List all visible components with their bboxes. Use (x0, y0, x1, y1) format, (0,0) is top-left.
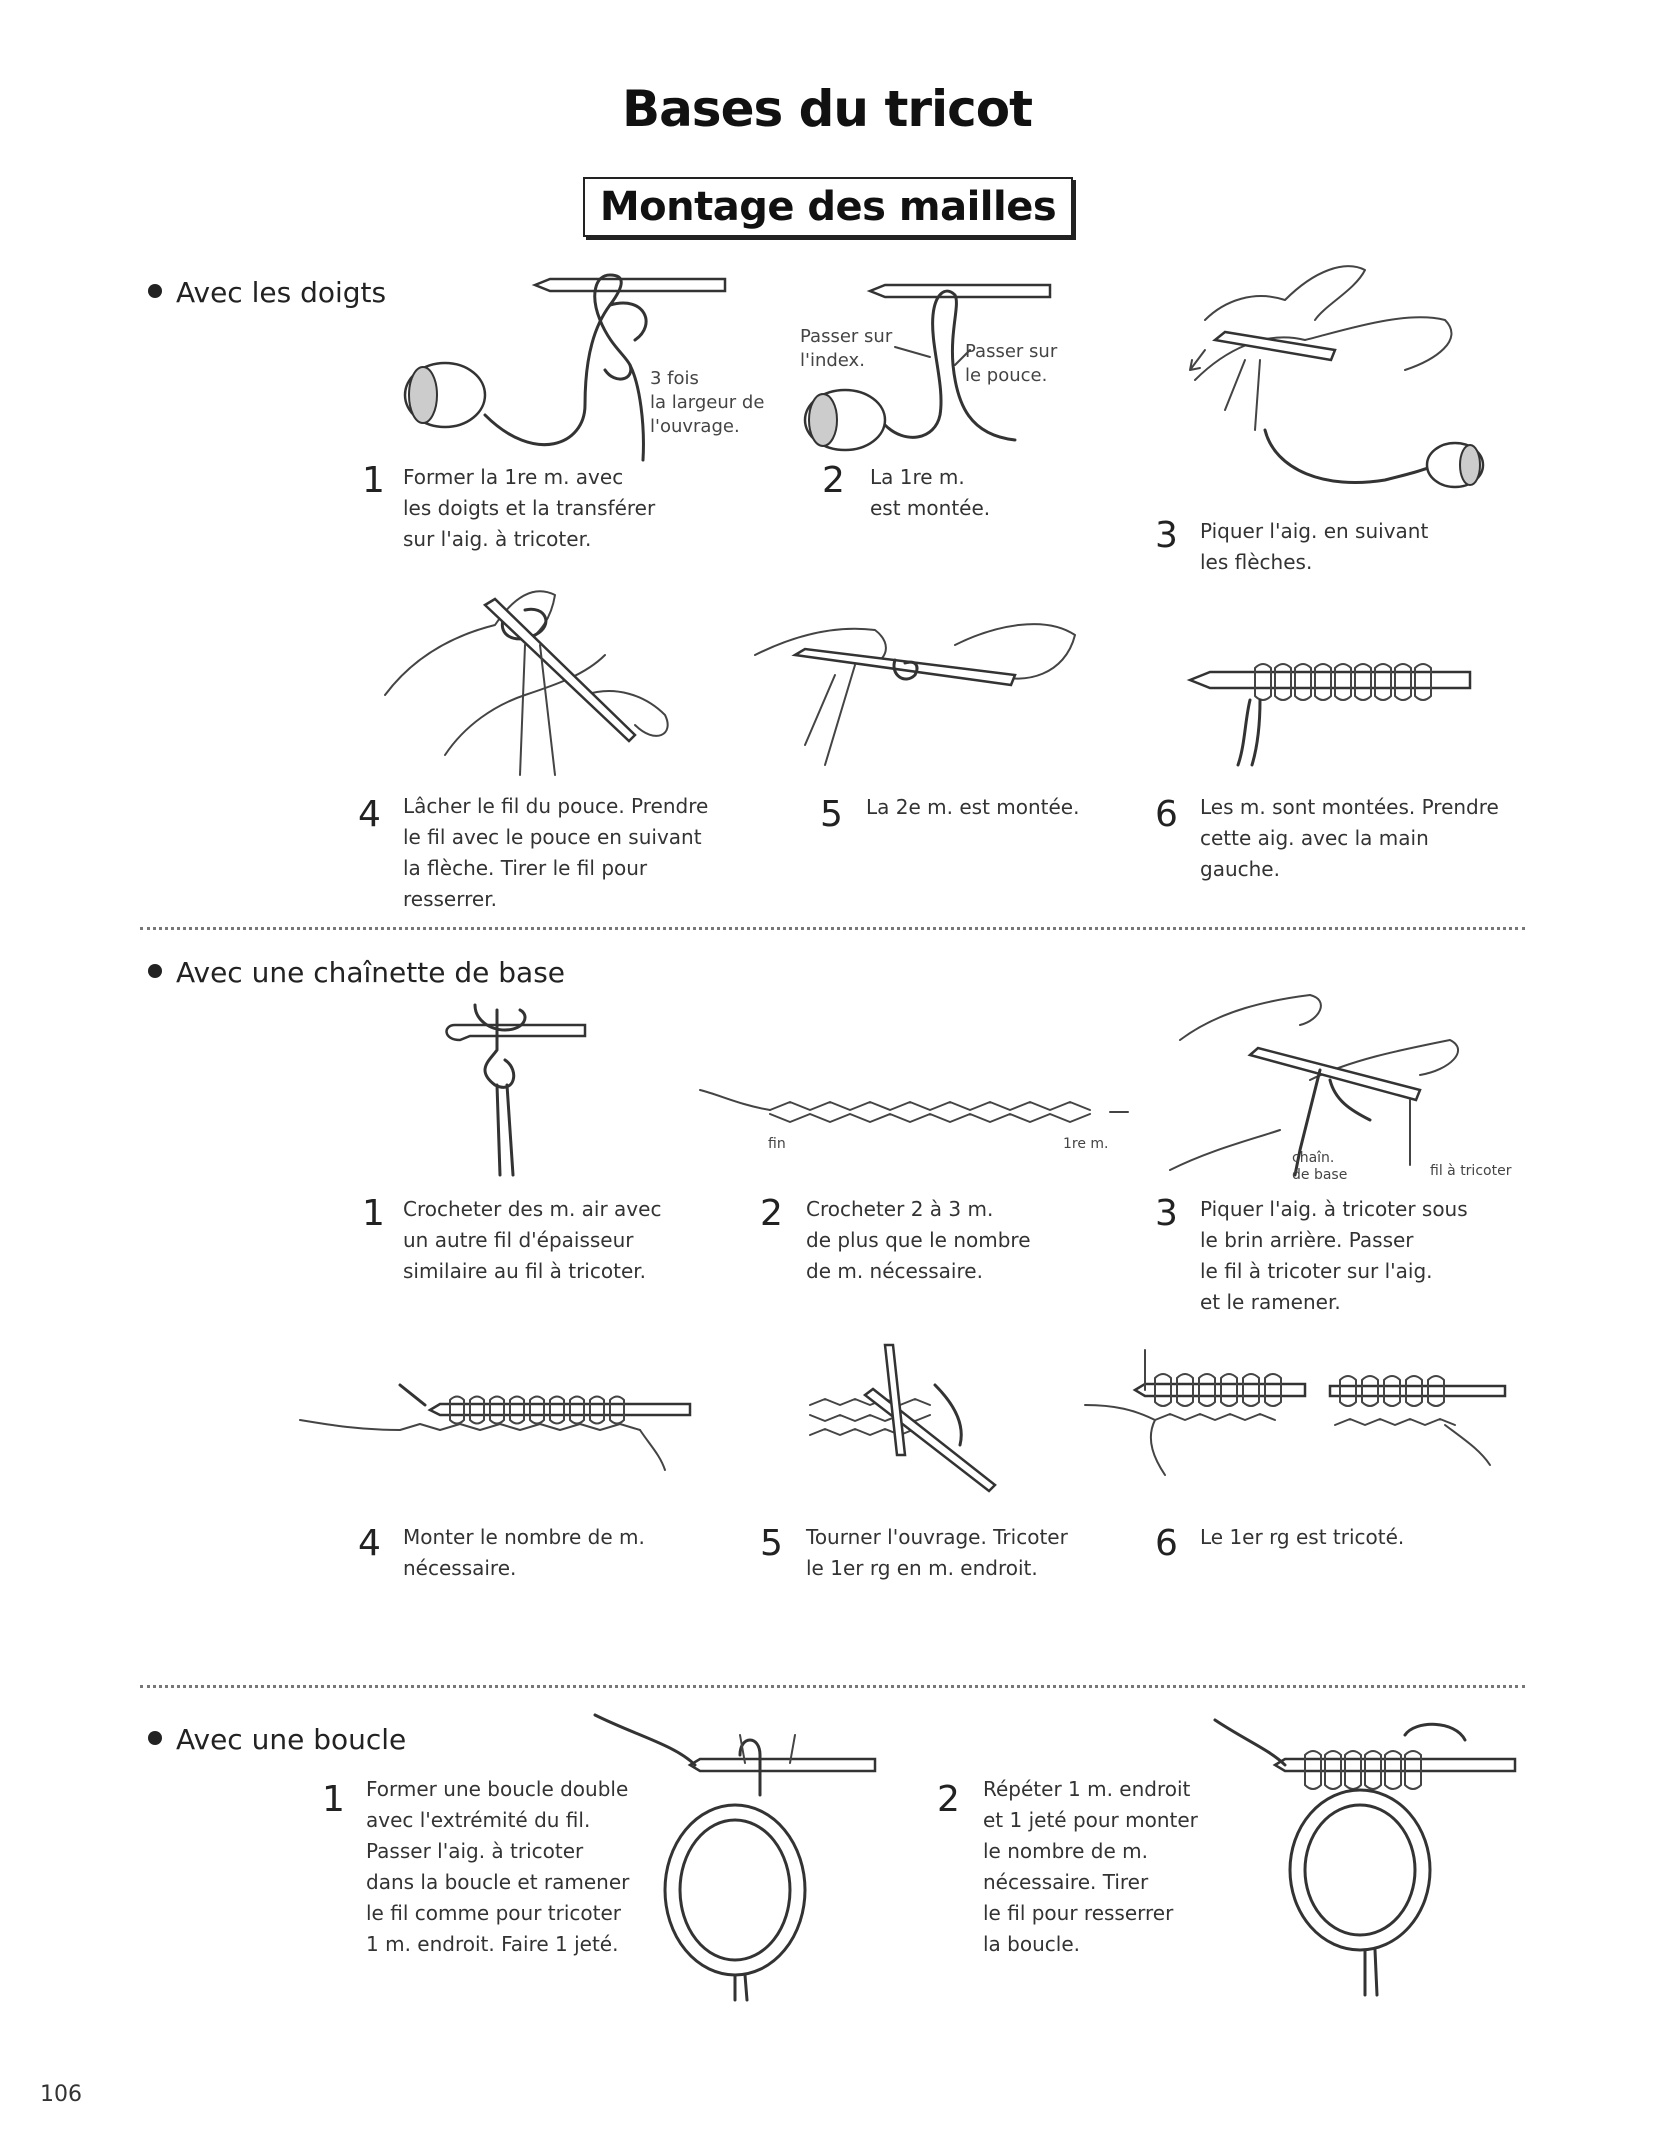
illustration-chain-step5 (809, 1343, 997, 1493)
step-number: 5 (760, 1523, 783, 1564)
step-number: 3 (1155, 515, 1178, 556)
illustration-fingers-step6 (1186, 663, 1472, 767)
step-text: Crocheter 2 à 3 m. de plus que le nombre… (806, 1197, 1031, 1283)
step-number: 2 (822, 460, 845, 501)
step-number: 5 (820, 794, 843, 835)
step-text: Crocheter des m. air avec un autre fil d… (403, 1197, 662, 1283)
illustration-loop-step2 (1213, 1718, 1517, 1997)
step-number: 3 (1155, 1193, 1178, 1234)
step-text: Former la 1re m. avec les doigts et la t… (403, 465, 656, 551)
step-number: 1 (362, 460, 385, 501)
label-index: Passer sur l'index. (800, 326, 893, 371)
step-number: 2 (937, 1779, 960, 1820)
step-text: Piquer l'aig. à tricoter sous le brin ar… (1200, 1197, 1468, 1314)
label-base-chain: chaîn. de base (1292, 1150, 1348, 1183)
step-number: 1 (322, 1779, 345, 1820)
step-text: Monter le nombre de m. nécessaire. (403, 1525, 645, 1580)
page-subtitle: Montage des mailles (599, 184, 1057, 230)
step-text: La 2e m. est montée. (866, 795, 1080, 819)
illustration-chain-step3 (1169, 994, 1460, 1177)
label-thumb: Passer sur le pouce. (965, 341, 1058, 386)
label-first-stitch: 1re m. (1063, 1136, 1109, 1152)
label-chain-end: fin (768, 1136, 786, 1152)
section-heading-chain: Avec une chaînette de base (148, 956, 565, 989)
step-text: Les m. sont montées. Prendre cette aig. … (1200, 795, 1499, 881)
step-number: 4 (358, 794, 381, 835)
bullet-icon (148, 964, 162, 978)
illustration-fingers-step3 (1189, 265, 1485, 489)
illustration-fingers-step5 (754, 623, 1076, 766)
illustration-chain-step1 (445, 1003, 587, 1177)
step-text: Piquer l'aig. en suivant les flèches. (1200, 519, 1429, 574)
section-heading-text: Avec les doigts (176, 276, 387, 309)
step-text: Former une boucle double avec l'extrémit… (366, 1777, 630, 1956)
illustration-chain-step4 (299, 1383, 692, 1471)
bullet-icon (148, 284, 162, 298)
step-text: Tourner l'ouvrage. Tricoter le 1er rg en… (806, 1525, 1068, 1580)
section-heading-text: Avec une boucle (176, 1723, 407, 1756)
step-number: 6 (1155, 1523, 1178, 1564)
illustration-fingers-step4 (384, 590, 669, 776)
subtitle-frame (583, 177, 1073, 237)
label-three-times-width: 3 fois la largeur de l'ouvrage. (650, 368, 765, 437)
section-heading-text: Avec une chaînette de base (176, 956, 566, 989)
illustration-fingers-step1 (403, 273, 727, 462)
step-text: Lâcher le fil du pouce. Prendre le fil a… (403, 794, 709, 911)
illustration-fingers-step2 (803, 283, 1052, 452)
step-text: Le 1er rg est tricoté. (1200, 1525, 1405, 1549)
step-number: 6 (1155, 794, 1178, 835)
illustration-chain-step6 (1084, 1349, 1507, 1476)
section-divider (140, 927, 1525, 930)
section-heading-loop: Avec une boucle (148, 1723, 406, 1756)
step-number: 4 (358, 1523, 381, 1564)
bullet-icon (148, 1731, 162, 1745)
step-text: La 1re m. est montée. (870, 465, 991, 520)
illustration-loop-step1 (593, 1713, 877, 2002)
section-divider (140, 1685, 1525, 1688)
section-heading-fingers: Avec les doigts (148, 276, 386, 309)
illustration-chain-step2 (699, 1089, 1129, 1123)
step-number: 2 (760, 1193, 783, 1234)
label-knitting-yarn: fil à tricoter (1430, 1163, 1512, 1179)
page-number: 106 (40, 2082, 82, 2107)
step-text: Répéter 1 m. endroit et 1 jeté pour mont… (983, 1777, 1198, 1956)
step-number: 1 (362, 1193, 385, 1234)
page-title: Bases du tricot (621, 80, 1033, 138)
